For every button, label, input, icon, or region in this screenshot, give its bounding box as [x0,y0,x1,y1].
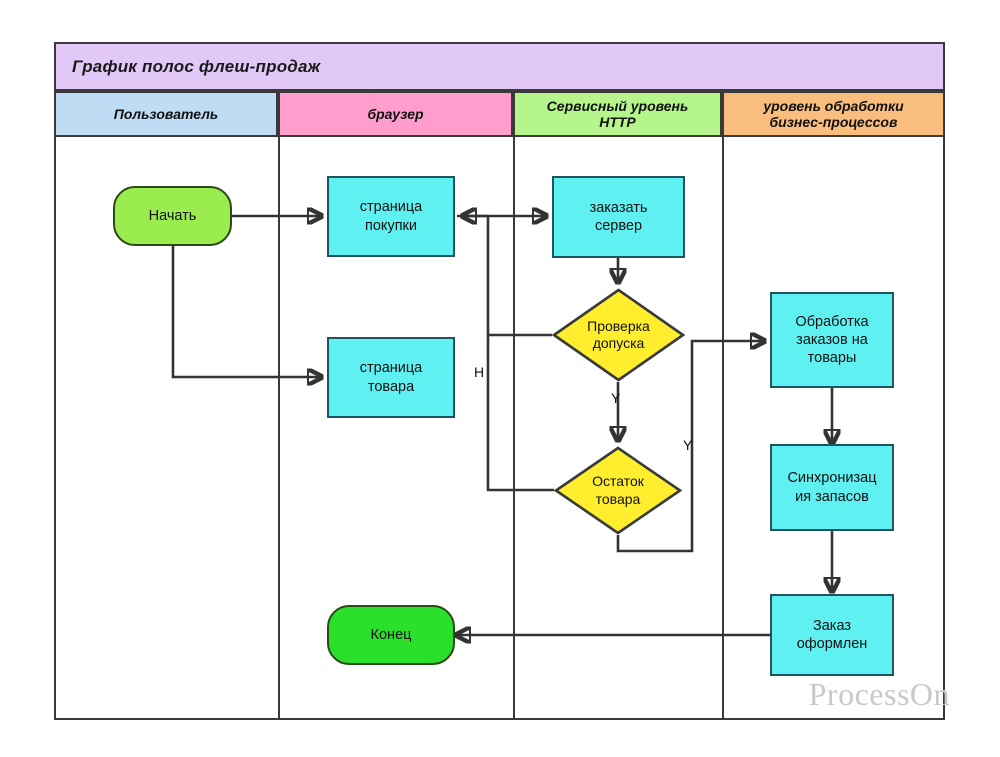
edge-label-yes-down: Y [611,390,621,406]
lane-header-user[interactable]: Пользователь [54,91,278,137]
check-access-diamond-shape [552,288,685,382]
lane-header-browser-label: браузер [367,105,424,122]
lane-header-business[interactable]: уровень обработки бизнес-процессов [722,91,945,137]
node-order-server-line1: заказать [589,199,648,216]
lane-header-http-line1: Сервисный уровень [546,97,689,114]
node-stock-sync-line1: Синхронизац [787,470,877,487]
lane-header-business-line1: уровень обработки [763,97,904,114]
lane-header-user-label: Пользователь [113,105,219,122]
node-stock-sync[interactable]: Синхронизац ия запасов [770,444,894,531]
node-order-processing-line1: Обработка [795,313,869,330]
node-stock-left[interactable]: Остаток товара [554,446,682,535]
node-start-label: Начать [148,207,197,224]
node-order-processing-label: Обработка заказов на товары [795,313,868,367]
node-stock-sync-label: Синхронизац ия запасов [787,469,876,505]
node-order-done-label: Заказ оформлен [797,617,868,653]
edge-label-yes-right: Y [683,437,693,453]
node-order-processing-line2: заказов на [796,331,868,348]
node-order-server-line2: сервер [594,218,643,234]
node-buy-page-line1: страница [359,199,423,216]
node-order-processing-line3: товары [807,350,857,367]
diagram-title-band: График полос флеш-продаж [54,42,945,91]
node-order-processing[interactable]: Обработка заказов на товары [770,292,894,388]
page-title: График полос флеш-продаж [72,56,321,76]
node-order-done-line1: Заказ [812,617,852,634]
lane-header-http-label: Сервисный уровень HTTP [547,98,689,130]
node-start[interactable]: Начать [113,186,232,246]
lane-header-browser[interactable]: браузер [278,91,513,137]
lane-header-business-line2: бизнес-процессов [769,114,898,130]
node-order-done-line2: оформлен [796,636,868,652]
node-order-done[interactable]: Заказ оформлен [770,594,894,676]
lane-divider-1 [278,137,280,720]
node-product-page-label: страница товара [360,359,423,395]
node-check-access[interactable]: Проверка допуска [552,288,685,382]
node-stock-sync-line2: ия запасов [795,488,869,505]
stock-left-diamond-shape [554,446,682,535]
lane-header-http-line2: HTTP [599,114,636,130]
lane-divider-2 [513,137,515,720]
node-product-page[interactable]: страница товара [327,337,455,418]
node-buy-page-line2: покупки [365,217,417,234]
node-order-server[interactable]: заказать сервер [552,176,685,258]
node-end[interactable]: Конец [327,605,455,665]
lane-divider-3 [722,137,724,720]
node-buy-page-label: страница покупки [360,198,423,234]
watermark: ProcessOn [808,676,950,712]
node-buy-page[interactable]: страница покупки [327,176,455,257]
node-order-server-label: заказать сервер [590,199,648,235]
node-product-page-line1: страница [359,360,423,377]
edge-label-no: Н [474,364,485,380]
lane-header-business-label: уровень обработки бизнес-процессов [763,98,903,130]
node-product-page-line2: товара [367,378,415,395]
lane-header-http[interactable]: Сервисный уровень HTTP [513,91,722,137]
node-end-label: Конец [370,626,412,643]
